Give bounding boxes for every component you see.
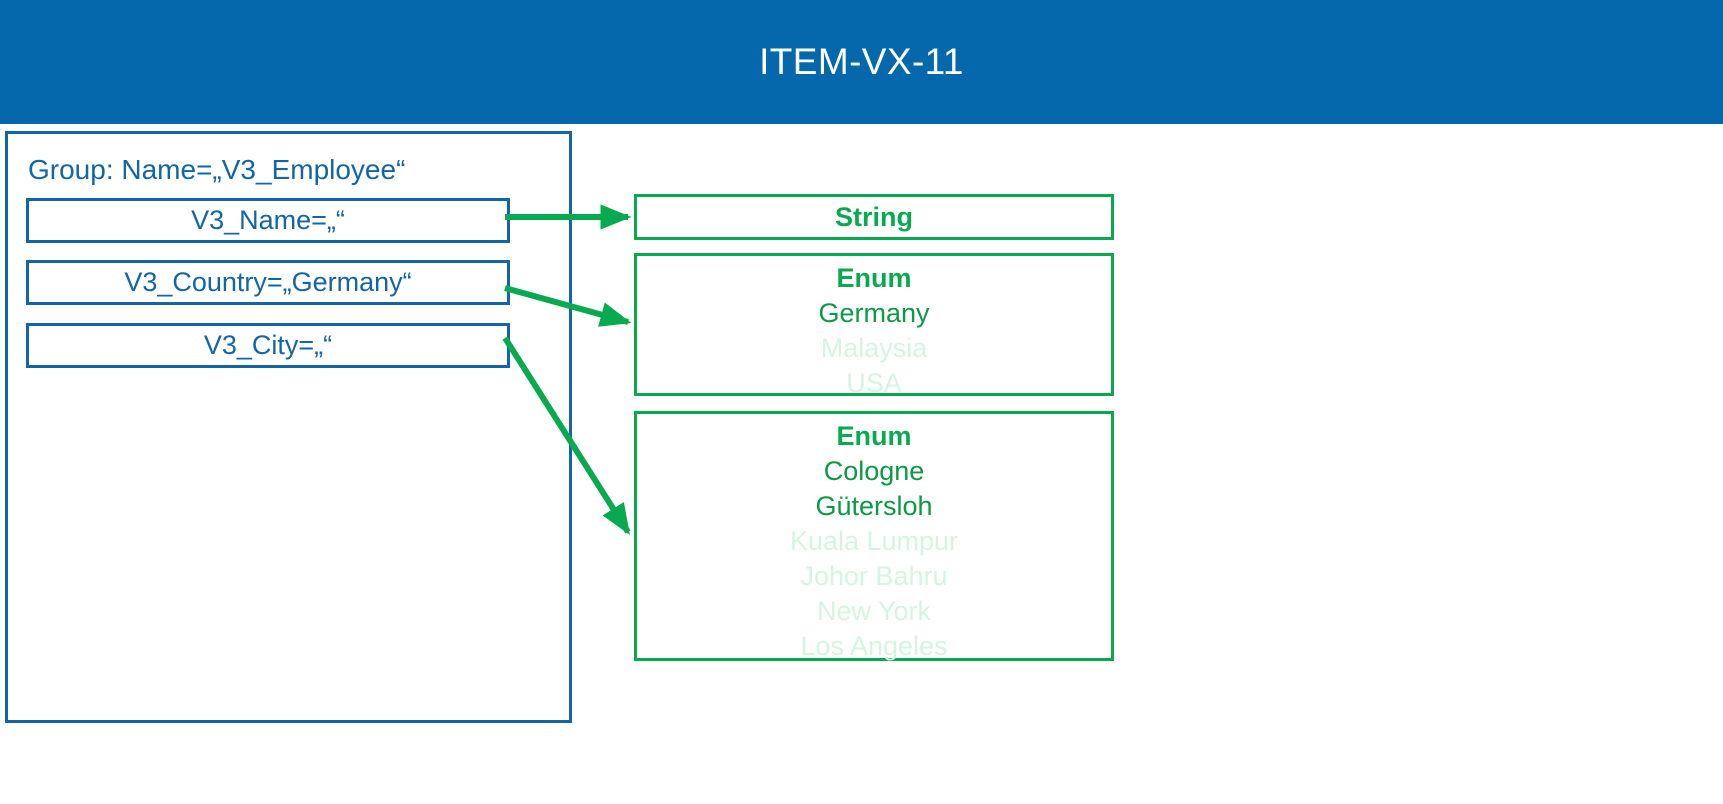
type-box-enum-country[interactable]: Enum Germany Malaysia USA	[634, 253, 1114, 398]
type-box-title: Enum	[836, 263, 912, 293]
type-box-title: String	[835, 202, 913, 232]
enum-option[interactable]: USA	[846, 368, 902, 398]
enum-option[interactable]: Gütersloh	[815, 491, 933, 521]
enum-option[interactable]: Malaysia	[820, 333, 928, 363]
enum-option[interactable]: Los Angeles	[800, 631, 948, 661]
enum-option[interactable]: Kuala Lumpur	[789, 526, 959, 556]
enum-option[interactable]: New York	[816, 596, 932, 626]
group-panel: Group: Name=„V3_Employee“ V3_Name=„“ V3_…	[5, 131, 572, 723]
enum-option[interactable]: Johor Bahru	[800, 561, 948, 591]
header-bar	[0, 0, 1723, 124]
attribute-box-city[interactable]: V3_City=„“	[26, 323, 510, 368]
type-box-title: Enum	[836, 421, 912, 451]
group-label: Group: Name=„V3_Employee“	[28, 154, 406, 185]
enum-option[interactable]: Cologne	[823, 456, 925, 486]
attribute-box-country[interactable]: V3_Country=„Germany“	[26, 260, 510, 305]
type-box-enum-city[interactable]: Enum Cologne Gütersloh Kuala Lumpur Joho…	[634, 411, 1114, 661]
type-box-string[interactable]: String	[634, 194, 1114, 240]
page-title: ITEM-VX-11	[759, 41, 964, 82]
enum-option[interactable]: Germany	[818, 298, 930, 328]
attribute-box-name[interactable]: V3_Name=„“	[26, 198, 510, 243]
